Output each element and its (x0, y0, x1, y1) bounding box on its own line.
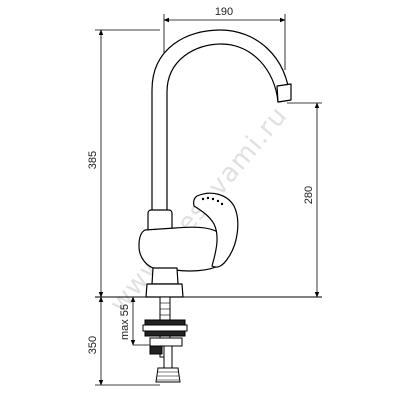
base-neck (151, 267, 179, 285)
lever-dots (201, 196, 224, 206)
hose-fitting (155, 367, 181, 383)
fixing-nut (149, 337, 183, 347)
dimension-arrows (98, 17, 320, 386)
dim-280-label: 280 (303, 186, 315, 204)
fixing-plate (144, 330, 186, 337)
base-flange (145, 283, 184, 298)
dim-190-label: 190 (215, 6, 233, 18)
rubber-gasket (144, 319, 186, 326)
lever-handle (193, 192, 239, 268)
aerator (276, 83, 292, 103)
dim-385-label: 385 (87, 151, 99, 169)
dim-max55-label: max 55 (119, 304, 131, 340)
flexible-hose (163, 345, 173, 369)
mounting-assembly (142, 296, 188, 383)
metal-washer (142, 324, 188, 332)
dim-350-label: 350 (87, 336, 99, 354)
faucet-outline (138, 29, 292, 298)
